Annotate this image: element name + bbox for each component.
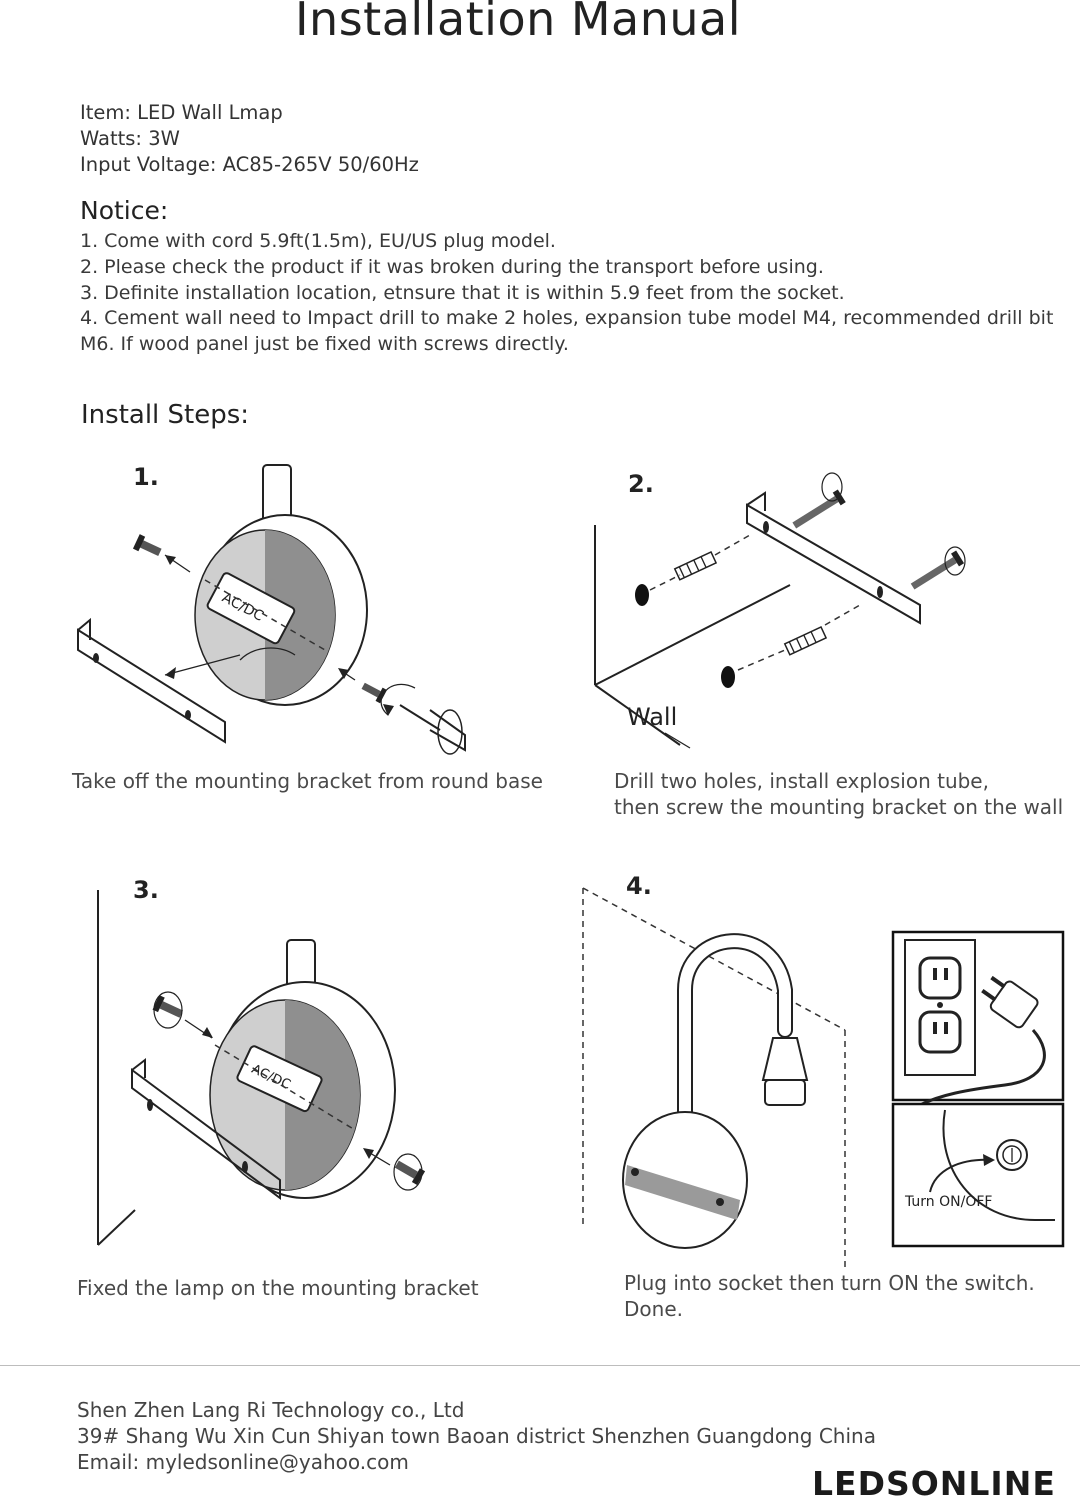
notice-item-4: 4. Cement wall need to Impact drill to m… [80, 307, 1054, 329]
spec-item: Item: LED Wall Lmap [80, 101, 283, 124]
step-4-number: 4. [626, 872, 652, 900]
step-2-caption-line-2: then screw the mounting bracket on the w… [614, 795, 1064, 819]
step-4-caption-line-1: Plug into socket then turn ON the switch… [624, 1271, 1035, 1295]
step-3-number: 3. [133, 876, 159, 904]
wall-label: Wall [627, 703, 677, 731]
brand-logo: LEDSONLINE [812, 1464, 1056, 1503]
step-3-illustration: AC/DC [97, 890, 426, 1246]
spec-voltage: Input Voltage: AC85-265V 50/60Hz [80, 153, 419, 176]
step-2-illustration: Wall [594, 472, 966, 749]
footer-email: Email: myledsonline@yahoo.com [77, 1450, 409, 1474]
page-title: Installation Manual [294, 0, 742, 46]
step-2-caption-line-1: Drill two holes, install explosion tube, [614, 769, 989, 793]
spec-watts: Watts: 3W [80, 127, 180, 150]
notice-item-2: 2. Please check the product if it was br… [80, 256, 824, 278]
step-3-caption: Fixed the lamp on the mounting bracket [77, 1276, 479, 1300]
notice-item-4-cont: M6. If wood panel just be fixed with scr… [80, 333, 569, 355]
footer-divider [0, 1365, 1080, 1366]
turn-on-off-label: Turn ON/OFF [904, 1194, 992, 1210]
notice-item-3: 3. Definite installation location, etnsu… [80, 282, 845, 304]
step-1-caption: Take off the mounting bracket from round… [72, 769, 543, 793]
notice-item-1: 1. Come with cord 5.9ft(1.5m), EU/US plu… [80, 230, 556, 252]
footer-address: 39# Shang Wu Xin Cun Shiyan town Baoan d… [77, 1424, 876, 1448]
step-1-illustration: AC/DC [77, 464, 466, 755]
step-1-number: 1. [133, 463, 159, 491]
install-steps-heading: Install Steps: [81, 400, 250, 430]
step-4-caption-line-2: Done. [624, 1297, 683, 1321]
footer-company: Shen Zhen Lang Ri Technology co., Ltd [77, 1398, 465, 1422]
step-4-illustration: Turn ON/OFF [582, 887, 1065, 1270]
step-2-number: 2. [628, 470, 654, 498]
notice-heading: Notice: [80, 196, 169, 225]
